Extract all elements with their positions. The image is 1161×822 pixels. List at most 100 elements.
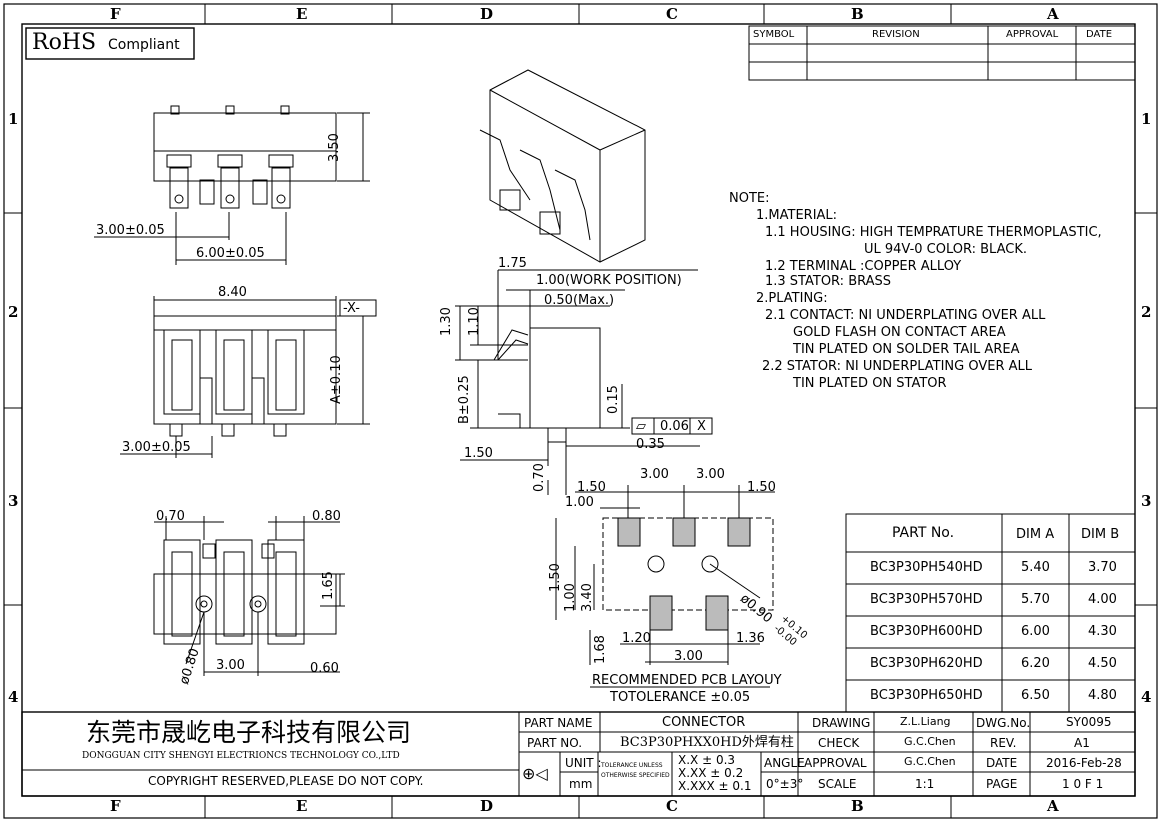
dim-pcb-150a: 1.50	[577, 480, 606, 495]
pcb-layout	[555, 485, 775, 688]
dim-front-width: 8.40	[218, 285, 247, 300]
rohs-label: RoHS	[32, 30, 97, 55]
dim-top-pitch: 6.00±0.05	[196, 246, 265, 261]
front-view	[120, 296, 377, 458]
dim-pcb-v100: 1.00	[563, 583, 578, 612]
dim-pcb-136: 1.36	[736, 631, 765, 646]
dim-bottom-height: 1.65	[321, 571, 336, 600]
dim-top-height: 3.50	[327, 133, 342, 162]
dim-side-130: 1.30	[439, 307, 454, 336]
note-line: 1.1 HOUSING: HIGH TEMPRATURE THERMOPLAST…	[765, 225, 1102, 240]
dim-top-pitch-half: 3.00±0.05	[96, 223, 165, 238]
tolerance-note-1: TOLERANCE UNLESS	[601, 762, 663, 769]
rev-value: A1	[1074, 736, 1090, 750]
parts-cell-dim-b: 3.70	[1088, 560, 1117, 575]
parts-cell-part: BC3P30PH600HD	[870, 624, 983, 639]
flatness-value: 0.06	[660, 419, 689, 434]
parts-cell-part: BC3P30PH650HD	[870, 688, 983, 703]
pcb-layout-title: RECOMMENDED PCB LAYOUY	[592, 673, 782, 688]
zone-col-e-top: E	[296, 5, 308, 23]
iso-view	[479, 69, 646, 263]
parts-cell-dim-a: 6.00	[1021, 624, 1050, 639]
note-line: 1.3 STATOR: BRASS	[765, 274, 892, 289]
parts-header-dim-a: DIM A	[1016, 527, 1055, 542]
company-name-en: DONGGUAN CITY SHENGYI ELECTRIONCS TECHNO…	[82, 751, 400, 761]
dim-side-max: 0.50(Max.)	[544, 293, 615, 308]
unit-label: UNIT :	[565, 756, 602, 770]
angle-label: ANGLE	[764, 756, 805, 770]
part-name-value: CONNECTOR	[662, 715, 746, 730]
zone-row-1-right: 1	[1141, 110, 1152, 128]
check-label: CHECK	[818, 736, 860, 750]
zone-col-c-top: C	[666, 5, 678, 23]
zone-row-2-left: 2	[8, 303, 19, 321]
zone-row-3-right: 3	[1141, 492, 1152, 510]
note-line: NOTE:	[729, 191, 770, 206]
zone-row-1-left: 1	[8, 110, 19, 128]
parts-cell-part: BC3P30PH570HD	[870, 592, 983, 607]
scale-label: SCALE	[818, 777, 857, 791]
rev-label: REV.	[990, 736, 1017, 750]
note-line: TIN PLATED ON STATOR	[793, 376, 947, 391]
zone-col-d-top: D	[480, 5, 494, 23]
note-line: TIN PLATED ON SOLDER TAIL AREA	[793, 342, 1020, 357]
parts-cell-dim-b: 4.30	[1088, 624, 1117, 639]
approval-label: APPROVAL	[804, 756, 867, 770]
zone-col-f-bottom: F	[110, 797, 121, 815]
parts-cell-part: BC3P30PH620HD	[870, 656, 983, 671]
note-line: 2.2 STATOR: NI UNDERPLATING OVER ALL	[762, 359, 1033, 374]
part-name-label: PART NAME	[524, 716, 593, 730]
zone-col-b-top: B	[851, 5, 864, 23]
rev-header-revision: REVISION	[872, 29, 920, 40]
parts-cell-dim-b: 4.80	[1088, 688, 1117, 703]
dim-front-a: A±0.10	[329, 355, 344, 404]
rohs-compliant-label: Compliant	[108, 37, 180, 53]
parts-cell-dim-a: 6.20	[1021, 656, 1050, 671]
unit-value: mm	[569, 777, 593, 791]
dim-side-work: 1.00(WORK POSITION)	[536, 273, 682, 288]
angle-value: 0°±3°	[766, 777, 804, 791]
dim-bottom-offset: 0.60	[310, 661, 339, 676]
parts-header-part-no: PART No.	[892, 525, 955, 541]
note-line: GOLD FLASH ON CONTACT AREA	[793, 325, 1006, 340]
dim-side-175: 1.75	[498, 256, 527, 271]
dim-side-110: 1.10	[467, 307, 482, 336]
tolerance-2: X.XX ± 0.2	[678, 766, 744, 780]
parts-cell-dim-b: 4.50	[1088, 656, 1117, 671]
scale-value: 1:1	[915, 777, 935, 791]
note-line: 2.1 CONTACT: NI UNDERPLATING OVER ALL	[765, 308, 1046, 323]
dim-pcb-120: 1.20	[622, 631, 651, 646]
parts-cell-dim-b: 4.00	[1088, 592, 1117, 607]
parts-cell-dim-a: 5.70	[1021, 592, 1050, 607]
dim-bottom-right: 0.80	[312, 509, 341, 524]
part-no-value: BC3P30PHXX0HD外焊有柱	[620, 735, 794, 750]
approval-value: G.C.Chen	[904, 755, 956, 768]
zone-col-a-bottom: A	[1047, 797, 1059, 815]
note-line: 2.PLATING:	[756, 291, 828, 306]
dim-pcb-300a: 3.00	[640, 467, 669, 482]
dim-side-150: 1.50	[464, 446, 493, 461]
zone-col-b-bottom: B	[851, 797, 864, 815]
dim-pcb-150b: 1.50	[747, 480, 776, 495]
parts-cell-dim-a: 5.40	[1021, 560, 1050, 575]
dwg-no-label: DWG.No.	[976, 716, 1031, 730]
page-value: 1 0 F 1	[1062, 777, 1104, 791]
parts-header-dim-b: DIM B	[1081, 527, 1120, 542]
bottom-view	[153, 516, 345, 676]
zone-row-4-right: 4	[1141, 688, 1152, 706]
dim-side-070: 0.70	[532, 463, 547, 492]
company-name-cn: 东莞市晟屹电子科技有限公司	[86, 718, 412, 747]
tolerance-3: X.XXX ± 0.1	[678, 779, 752, 793]
rev-header-symbol: SYMBOL	[753, 29, 795, 40]
dim-front-pitch-half: 3.00±0.05	[122, 440, 191, 455]
dim-pcb-v168: 1.68	[593, 635, 608, 664]
zone-col-e-bottom: E	[296, 797, 308, 815]
zone-col-f-top: F	[110, 5, 121, 23]
zone-row-4-left: 4	[8, 688, 19, 706]
drawing-label: DRAWING	[812, 716, 871, 730]
page-label: PAGE	[986, 777, 1018, 791]
flatness-symbol: ▱	[636, 419, 646, 434]
rev-header-date: DATE	[1086, 29, 1113, 40]
side-view	[455, 269, 713, 495]
